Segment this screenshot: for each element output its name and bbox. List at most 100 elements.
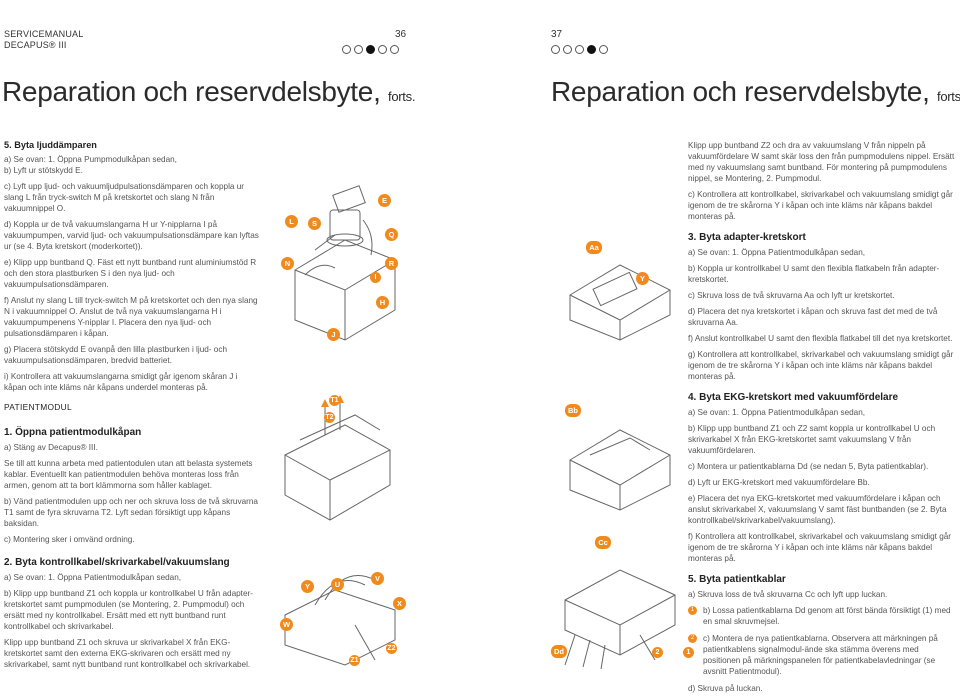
step: c) Skruva loss de två skruvarna Aa och l… [688,291,895,300]
step-number-1: 1 [688,606,697,615]
module-caption: PATIENTMODUL [4,402,72,412]
step: g) Kontrollera att kontrollkabel, skriva… [688,350,954,381]
step: f) Anslut ny slang L till tryck-switch M… [4,296,258,338]
label-Aa: Aa [586,241,602,254]
ekg-board-illustration [569,429,671,511]
patient-cables-illustration [564,569,676,670]
label-Y-right: Y [636,272,649,285]
paragraph: Klipp upp buntband Z2 och dra av vakuums… [688,141,955,183]
step-text: c) Montera de nya patientkablarna. Obser… [703,634,938,676]
page-title-left: Reparation och reservdelsbyte, forts. [2,76,415,108]
step: Klipp upp buntband Z1 och skruva ur skri… [4,638,251,669]
label-Z1: Z1 [349,655,360,666]
page-number-right: 37 [551,29,563,40]
label-Dd: Dd [551,645,567,658]
dot-active [587,45,596,54]
section-heading: 3. Byta adapter-kretskort [688,232,806,243]
label-Q: Q [385,228,398,241]
step: a) Se ovan: 1. Öppna Patientmodulkåpan s… [4,573,182,582]
dot [390,45,399,54]
step: d) Lyft ur EKG-kretskort med vakuumförde… [688,478,870,487]
page-dots-left [342,45,399,54]
label-X: X [393,597,406,610]
title-suffix: forts. [937,89,960,104]
left-column: 5. Byta ljuddämparen a) Se ovan: 1. Öppn… [4,140,260,398]
note: Se till att kunna arbeta med patientodul… [4,459,253,490]
step: a) Se ovan: 1. Öppna Patientmodulkåpan s… [688,248,866,257]
label-U: U [331,578,344,591]
label-Y: Y [301,580,314,593]
numbered-step: 2 c) Montera de nya patientkablarna. Obs… [688,633,956,677]
label-Z2: Z2 [386,643,397,654]
step: c) Montera ur patientkablarna Dd (se ned… [688,462,929,471]
label-1: 1 [683,647,694,658]
page-title-right: Reparation och reservdelsbyte, forts. [551,76,960,108]
right-column: Klipp upp buntband Z2 och dra av vakuums… [688,140,956,699]
step: b) Vänd patientmodulen upp och ner och s… [4,497,258,528]
manual-title: SERVICEMANUAL [4,29,84,39]
dot-active [366,45,375,54]
step: d) Placera det nya kretskortet i kåpan o… [688,307,938,327]
step: d) Skruva på luckan. [688,684,763,693]
label-I: I [370,272,381,283]
step: b) Klipp upp buntband Z1 och Z2 samt kop… [688,424,936,455]
section-heading: 5. Byta patientkablar [688,574,786,585]
step: a) Stäng av Decapus® III. [4,443,98,452]
step: c) Kontrollera att kontrollkabel, skriva… [688,190,953,221]
step: f) Anslut kontrollkabel U samt den flexi… [688,334,953,343]
label-T2: T2 [324,412,335,423]
label-2: 2 [652,647,663,658]
step-text: b) Lossa patientkablarna Dd genom att fö… [703,606,951,626]
page-number-left: 36 [395,29,407,40]
label-N: N [281,257,294,270]
step: e) Klipp upp buntband Q. Fäst ett nytt b… [4,258,257,289]
label-L: L [285,215,298,228]
dot [551,45,560,54]
label-Cc: Cc [595,536,611,549]
step: b) Koppla ur kontrollkabel U samt den fl… [688,264,940,284]
patient-module-illustration [284,395,391,521]
step-number-2: 2 [688,634,697,643]
step: d) Koppla ur de två vakuumslangarna H ur… [4,220,259,251]
label-R: R [385,257,398,270]
dot [575,45,584,54]
label-J: J [327,328,340,341]
product-name: DECAPUS® III [4,40,67,50]
dot [354,45,363,54]
title-text: Reparation och reservdelsbyte, [2,76,381,107]
section-heading: 4. Byta EKG-kretskort med vakuumfördelar… [688,392,899,403]
step: a) Se ovan: 1. Öppna Patientmodulkåpan s… [688,408,866,417]
label-T1: T1 [329,395,340,406]
label-E: E [378,194,391,207]
label-S: S [308,217,321,230]
step: a) Skruva loss de två skruvarna Cc och l… [688,590,888,599]
section-heading: 1. Öppna patientmodulkåpan [4,427,142,438]
step: a) Se ovan: 1. Öppna Pumpmodulkåpan seda… [4,155,177,164]
dot [342,45,351,54]
step: c) Montering sker i omvänd ordning. [4,535,135,544]
label-H: H [376,296,389,309]
dot [563,45,572,54]
step: c) Lyft upp ljud- och vakuumljudpulsatio… [4,182,244,213]
cable-illustration [284,575,396,666]
section-heading: 2. Byta kontrollkabel/skrivarkabel/vakuu… [4,557,230,568]
dot [599,45,608,54]
title-text: Reparation och reservdelsbyte, [551,76,930,107]
label-V: V [371,572,384,585]
numbered-step: 1 b) Lossa patientkablarna Dd genom att … [688,605,956,627]
step: f) Kontrollera att kontrollkabel, skriva… [688,532,952,563]
step: i) Kontrollera att vakuumslangarna smidi… [4,372,238,392]
label-Bb: Bb [565,404,581,417]
left-column-lower: PATIENTMODUL 1. Öppna patientmodulkåpan … [4,402,260,675]
manual-header: SERVICEMANUAL DECAPUS® III [4,29,83,51]
step: g) Placera stötskydd E ovanpå den lilla … [4,345,228,365]
pump-module-illustration [294,185,396,341]
page-dots-right [551,45,608,54]
dot [378,45,387,54]
step: b) Lyft ur stötskydd E. [4,166,83,175]
title-suffix: forts. [388,89,416,104]
label-W: W [280,618,293,631]
adapter-board-illustration [569,264,671,341]
step: e) Placera det nya EKG-kretskortet med v… [688,494,947,525]
step: b) Klipp upp buntband Z1 och koppla ur k… [4,589,253,631]
